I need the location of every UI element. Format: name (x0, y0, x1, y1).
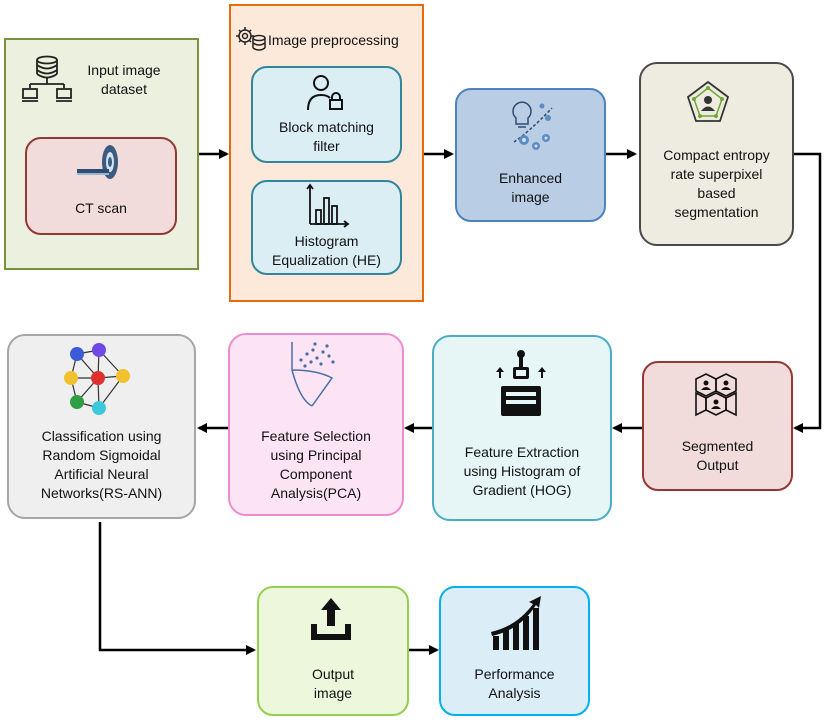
growth-chart-icon (491, 596, 541, 650)
input-dataset-label-line1: Input image (87, 62, 161, 78)
segmentation-label-line4: segmentation (674, 204, 759, 220)
output-image-box (257, 586, 409, 716)
ct-scan-box (25, 137, 177, 235)
classification-label-line1: Classification using (41, 428, 162, 444)
neural-network-icon (64, 343, 130, 415)
feature-selection-label-line4: Analysis(PCA) (270, 485, 362, 501)
segmented-output-box (642, 361, 793, 491)
enhanced-label-line2: image (511, 189, 550, 205)
feature-selection-label-line2: using Principal (270, 447, 362, 463)
histogram-eq-box (251, 180, 402, 275)
feature-selection-label-line3: Component (279, 466, 353, 482)
upload-tray-icon (311, 598, 351, 640)
performance-analysis-label: Performance Analysis (441, 665, 588, 703)
input-dataset-label-line2: dataset (101, 81, 147, 97)
classification-label-line2: Random Sigmoidal (42, 447, 161, 463)
enhanced-image-label: Enhanced image (457, 169, 604, 207)
ct-scanner-icon (77, 145, 118, 179)
arrow-segmentation-to-segmented-output (793, 152, 822, 433)
segmented-output-label-line1: Segmented (681, 438, 754, 454)
feature-extraction-label-line1: Feature Extraction (464, 444, 580, 460)
bar-chart-icon (306, 183, 350, 228)
scatter-funnel-icon (291, 342, 335, 407)
feature-selection-label-line1: Feature Selection (261, 428, 371, 444)
segmentation-label-line2: rate superpixel (670, 166, 763, 182)
feature-extraction-label-line2: using Histogram of (463, 463, 581, 479)
ct-scan-label: CT scan (75, 200, 127, 216)
block-matching-box (251, 66, 402, 163)
segmentation-label-line1: Compact entropy (663, 147, 770, 163)
segmented-output-label-line2: Output (696, 457, 739, 473)
lightbulb-gears-icon (512, 101, 553, 150)
performance-label-line1: Performance (474, 666, 555, 682)
segmentation-label: Compact entropy rate superpixel based se… (641, 146, 792, 222)
database-network-icon (22, 55, 72, 102)
feature-extraction-label-line3: Gradient (HOG) (472, 482, 572, 498)
classification-label-line4: Networks(RS-ANN) (40, 485, 163, 501)
feature-extraction-label: Feature Extraction using Histogram of Gr… (434, 443, 610, 500)
radar-pentagon-icon (686, 80, 730, 122)
hexagon-cluster-icon (695, 373, 737, 417)
classification-box (7, 334, 196, 519)
segmentation-box (639, 62, 794, 246)
enhanced-label-line1: Enhanced (498, 170, 563, 186)
preprocessing-label: Image preprocessing (268, 32, 399, 48)
output-image-label-line1: Output (311, 666, 355, 682)
output-image-label: Output image (259, 665, 407, 703)
histogram-eq-label-line2: Equalization (HE) (272, 252, 381, 268)
block-matching-label: Block matching filter (253, 118, 400, 156)
performance-label-line2: Analysis (488, 685, 541, 701)
segmentation-label-line3: based (697, 185, 736, 201)
performance-analysis-box (439, 586, 590, 716)
segmented-output-label: Segmented Output (644, 437, 791, 475)
feature-selection-label: Feature Selection using Principal Compon… (230, 427, 402, 503)
histogram-eq-label: Histogram Equalization (HE) (253, 232, 400, 270)
feature-selection-box (228, 333, 404, 516)
arrow-classification-to-output (98, 522, 256, 655)
classification-label: Classification using Random Sigmoidal Ar… (9, 427, 194, 503)
histogram-eq-label-line1: Histogram (294, 233, 359, 249)
output-image-label-line2: image (313, 685, 353, 701)
gear-database-icon (236, 27, 266, 51)
robot-arm-machine-icon (496, 350, 546, 416)
block-matching-label-line2: filter (313, 138, 340, 154)
block-matching-label-line1: Block matching (279, 119, 374, 135)
user-lock-icon (307, 75, 343, 111)
input-dataset-label: Input image dataset (70, 61, 178, 99)
classification-label-line3: Artificial Neural (54, 466, 149, 482)
